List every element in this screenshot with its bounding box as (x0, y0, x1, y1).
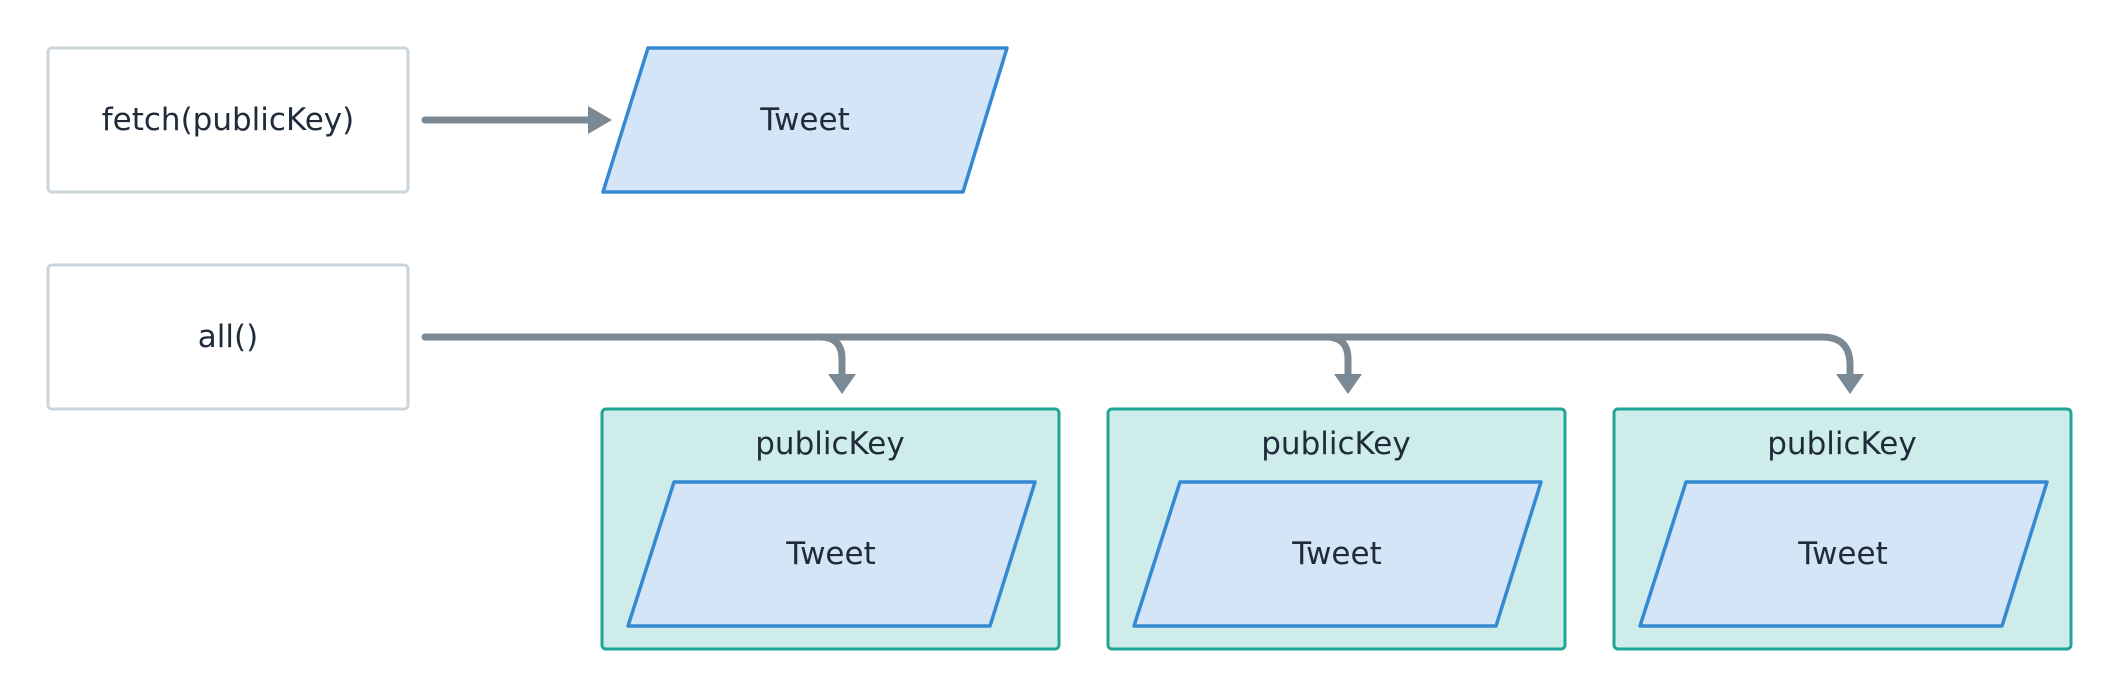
all-arrow-trunk (421, 333, 1854, 379)
all-function-box (46, 263, 410, 411)
all-function-label: all() (198, 319, 258, 355)
fetch-result-tweet-label: Tweet (759, 102, 849, 138)
account-tweet-shape-2 (1132, 480, 1543, 628)
all-arrows (421, 333, 1864, 394)
fetch-function-box (46, 46, 410, 194)
all-function-node: all() (46, 263, 410, 411)
account-key-label-1: publicKey (755, 426, 904, 462)
all-arrow-head-1 (828, 374, 856, 394)
account-node-3: publicKey Tweet (1612, 407, 2073, 651)
account-key-label-2: publicKey (1261, 426, 1410, 462)
fetch-arrow (421, 106, 612, 134)
account-tweet-label-2: Tweet (1291, 536, 1381, 572)
all-arrow-branch-2 (1322, 333, 1352, 379)
account-tweet-label-3: Tweet (1797, 536, 1887, 572)
fetch-function-node: fetch(publicKey) (46, 46, 410, 194)
account-key-label-3: publicKey (1767, 426, 1916, 462)
all-arrow-head-2 (1334, 374, 1362, 394)
account-tweet-shape-1 (626, 480, 1037, 628)
account-node-2: publicKey Tweet (1106, 407, 1567, 651)
account-node-1: publicKey Tweet (600, 407, 1061, 651)
fetch-arrow-head (588, 106, 612, 134)
account-tweet-shape-3 (1638, 480, 2049, 628)
account-tweet-label-1: Tweet (785, 536, 875, 572)
fetch-result-tweet-node: Tweet (601, 46, 1009, 194)
all-arrow-head-3 (1836, 374, 1864, 394)
fetch-function-label: fetch(publicKey) (102, 102, 355, 138)
fetch-result-tweet-shape (601, 46, 1009, 194)
all-arrow-branch-1 (816, 333, 846, 379)
